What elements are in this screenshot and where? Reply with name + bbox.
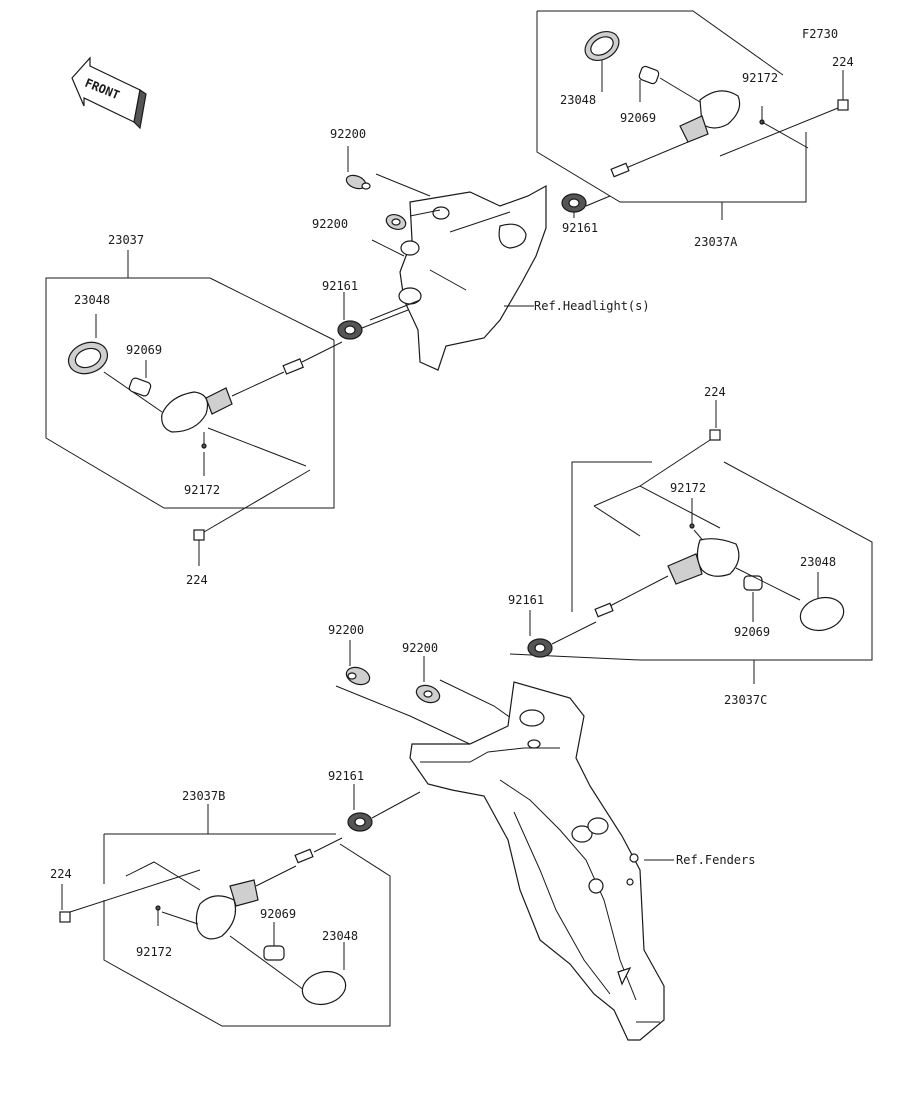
label-bulb-right: 92069 xyxy=(734,625,770,639)
label-bulb-top-right: 92069 xyxy=(620,111,656,125)
label-assembly-top-right: 23037A xyxy=(694,235,738,249)
label-grommet-right: 92161 xyxy=(508,593,544,607)
label-lens-bottom-left: 23048 xyxy=(322,929,358,943)
label-washer-lower-1: 92200 xyxy=(328,623,364,637)
label-screw-bottom-left: 92172 xyxy=(136,945,172,959)
label-grommet-top-right: 92161 xyxy=(562,221,598,235)
label-screw-top-right: 92172 xyxy=(742,71,778,85)
label-assembly-left: 23037 xyxy=(108,233,144,247)
label-bolt-top-right: 224 xyxy=(832,55,854,69)
assembly-top-right: 23048 92069 92172 224 92161 23037A xyxy=(536,10,854,249)
washers-upper: 92200 92200 xyxy=(312,127,441,257)
label-assembly-right: 23037C xyxy=(724,693,767,707)
assembly-right: 224 92172 23048 92069 92161 23037C xyxy=(508,385,873,707)
label-bulb-bottom-left: 92069 xyxy=(260,907,296,921)
washers-lower: 92200 92200 xyxy=(328,623,529,747)
label-screw-right: 92172 xyxy=(670,481,706,495)
label-assembly-bottom-left: 23037B xyxy=(182,789,225,803)
assembly-bottom-left: 23037B 224 92161 92172 92069 23048 xyxy=(50,769,421,1027)
headlight-bracket xyxy=(369,184,547,371)
label-lens-right: 23048 xyxy=(800,555,836,569)
fender-bracket xyxy=(409,681,674,1041)
label-screw-left: 92172 xyxy=(184,483,220,497)
label-bulb-left: 92069 xyxy=(126,343,162,357)
label-washer-lower-2: 92200 xyxy=(402,641,438,655)
label-bolt-right: 224 xyxy=(704,385,726,399)
label-washer-upper-2: 92200 xyxy=(312,217,348,231)
figure-code: F2730 xyxy=(802,27,838,41)
front-arrow: FRONT xyxy=(71,56,147,130)
label-bolt-bottom-left: 224 xyxy=(50,867,72,881)
label-bolt-left: 224 xyxy=(186,573,208,587)
ref-headlight: Ref.Headlight(s) xyxy=(534,299,650,313)
assembly-left: 23037 23048 92069 92172 224 92161 xyxy=(45,233,409,587)
label-lens-left: 23048 xyxy=(74,293,110,307)
label-grommet-left: 92161 xyxy=(322,279,358,293)
ref-fenders: Ref.Fenders xyxy=(676,853,755,867)
label-grommet-bottom-left: 92161 xyxy=(328,769,364,783)
label-washer-upper-1: 92200 xyxy=(330,127,366,141)
label-lens-top-right: 23048 xyxy=(560,93,596,107)
